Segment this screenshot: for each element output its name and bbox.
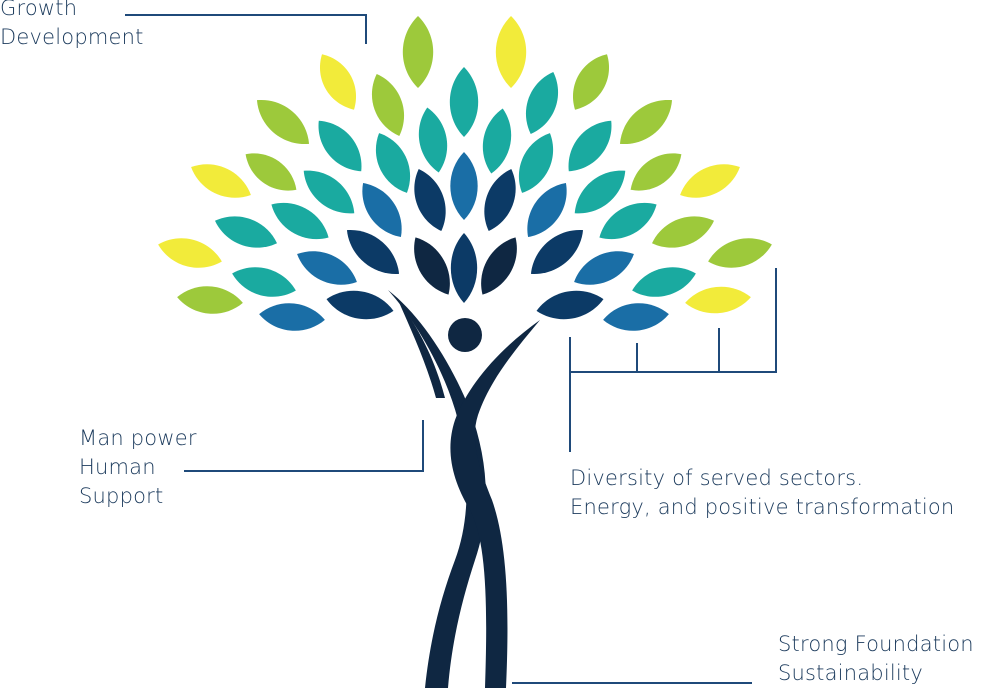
leaf — [214, 216, 278, 248]
leaf — [271, 202, 329, 240]
leaf — [603, 303, 669, 331]
leaf — [599, 202, 657, 240]
label-line: Human — [79, 455, 156, 479]
leaf — [574, 170, 626, 214]
leaf — [685, 286, 751, 314]
leaf — [680, 164, 740, 198]
leaf — [568, 120, 612, 172]
leaf — [495, 16, 527, 88]
leaf — [414, 237, 450, 295]
leaf — [484, 168, 516, 232]
label-strong-foundation: Strong Foundation Sustainability — [778, 630, 974, 688]
label-growth-development: Growth Development — [0, 0, 144, 52]
leaf — [530, 230, 584, 274]
connector-diversity — [569, 268, 777, 452]
leaf — [449, 67, 479, 137]
leaf — [245, 153, 297, 191]
leaf — [414, 168, 446, 232]
leaf — [527, 182, 567, 238]
leaf — [362, 182, 402, 238]
label-line: Energy, and positive transformation — [570, 495, 955, 519]
leaf — [158, 238, 222, 268]
leaf — [177, 286, 243, 314]
label-diversity: Diversity of served sectors. Energy, and… — [570, 464, 954, 522]
leaf — [481, 237, 517, 295]
label-line: Support — [79, 484, 164, 508]
label-line: Diversity of served sectors. — [570, 466, 864, 490]
leaf — [375, 133, 411, 193]
leaf — [346, 230, 400, 274]
leaf — [482, 108, 512, 174]
leaves — [158, 16, 772, 331]
leaf — [318, 120, 362, 172]
trunk-right-strand — [450, 320, 540, 688]
leaf — [303, 170, 355, 214]
trunk-left-branch — [398, 300, 445, 398]
leaf — [402, 16, 434, 88]
leaf — [518, 133, 554, 193]
connector-growth — [125, 14, 367, 44]
leaf — [632, 267, 696, 297]
leaf — [619, 100, 673, 144]
label-line: Growth — [0, 0, 78, 20]
leaf — [630, 153, 682, 191]
leaf — [191, 164, 251, 198]
leaf — [536, 290, 604, 320]
leaf — [525, 71, 559, 135]
leaf — [371, 73, 405, 137]
leaf — [320, 54, 356, 110]
label-man-power: Man power Human Support — [79, 424, 197, 511]
leaf — [232, 267, 296, 297]
leaf — [450, 152, 478, 220]
leaf — [418, 107, 448, 173]
label-line: Development — [0, 25, 144, 49]
leaf — [259, 303, 325, 331]
leaf — [450, 233, 478, 303]
leaf — [708, 238, 772, 268]
label-line: Man power — [79, 426, 197, 450]
trunk — [388, 290, 540, 688]
leaf — [651, 216, 715, 248]
label-line: Strong Foundation — [778, 632, 974, 656]
leaf — [574, 251, 634, 285]
leaf — [573, 54, 609, 110]
leaf — [326, 290, 394, 320]
figure-head — [448, 318, 482, 352]
leaf — [256, 100, 310, 144]
connector-man-power — [184, 420, 424, 472]
connector-lines — [125, 14, 777, 684]
label-line: Sustainability — [778, 661, 923, 685]
leaf — [297, 251, 357, 285]
trunk-left-strand — [388, 290, 486, 688]
